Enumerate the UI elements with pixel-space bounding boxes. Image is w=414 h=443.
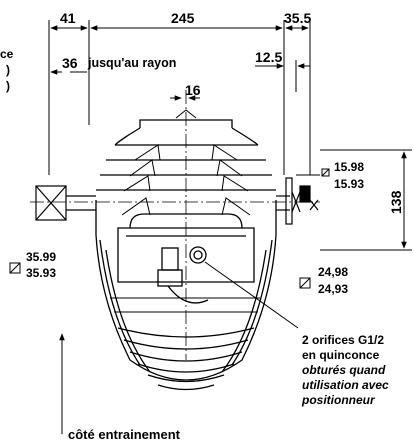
tolerance-right-upper-max: 15.98 <box>334 160 365 174</box>
note-leader <box>204 261 299 329</box>
dimension-36: 36 <box>62 55 78 71</box>
tolerance-right-upper-min: 15.93 <box>334 177 365 191</box>
center-lines <box>30 90 320 360</box>
extension-lines <box>48 20 412 251</box>
note-line-2: en quinconce <box>302 348 380 362</box>
left-clipped-text-3: ) <box>6 79 10 93</box>
dimension-16: 16 <box>185 82 201 98</box>
tolerance-right-lower-min: 24,93 <box>318 282 349 296</box>
left-shaft <box>35 185 96 221</box>
dimension-245: 245 <box>171 10 195 26</box>
jusqu-au-rayon-label: jusqu'au rayon <box>88 56 177 70</box>
dimension-lines <box>50 25 407 434</box>
right-shaft <box>276 177 319 225</box>
dimension-35-5: 35.5 <box>284 10 312 26</box>
fin-details <box>110 109 260 313</box>
tolerance-right-lower-max: 24,98 <box>318 265 349 279</box>
dimension-41: 41 <box>60 10 76 26</box>
left-clipped-text-1: ce <box>0 47 14 61</box>
dimension-138: 138 <box>388 190 404 214</box>
dimension-12-5: 12.5 <box>255 49 283 65</box>
note-line-3: obturés quand <box>302 363 386 377</box>
left-clipped-text-2: ) <box>6 63 10 77</box>
note-line-5: positionneur <box>302 393 375 407</box>
drive-side-label: côté entrainement <box>68 427 180 442</box>
note-line-1: 2 orifices G1/2 <box>302 333 385 347</box>
square-symbols <box>9 168 330 289</box>
actuator-body <box>95 119 277 391</box>
tolerance-left-min: 35.93 <box>26 266 57 280</box>
tolerance-left-max: 35.99 <box>26 250 57 264</box>
note-line-4: utilisation avec <box>302 378 389 392</box>
